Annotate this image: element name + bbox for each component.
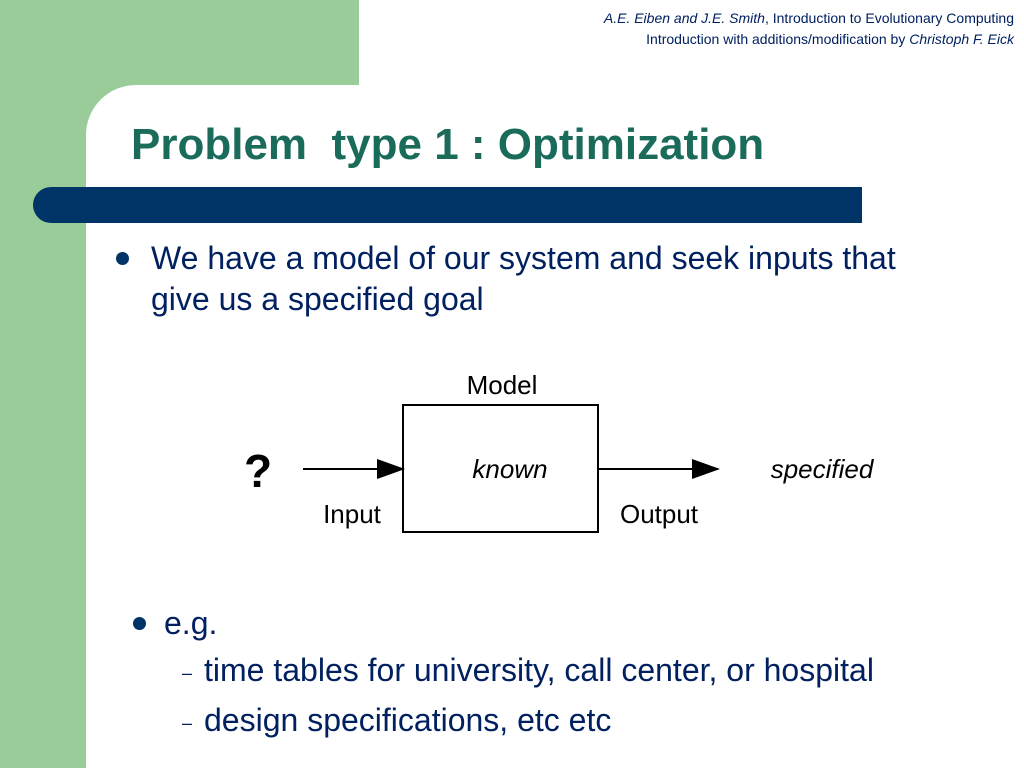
credit-header: A.E. Eiben and J.E. Smith, Introduction … bbox=[604, 8, 1014, 50]
sub-bullet-text-2: design specifications, etc etc bbox=[204, 702, 612, 738]
bullet-text-1-line-2: give us a specified goal bbox=[151, 281, 484, 317]
credit-modifier: Christoph F. Eick bbox=[909, 31, 1014, 47]
title-underline-bar bbox=[33, 187, 862, 223]
diagram-output-label: Output bbox=[620, 499, 699, 529]
optimization-diagram: Model known ? Input Output specified bbox=[244, 370, 875, 533]
sub-bullet-text-1: time tables for university, call center,… bbox=[204, 652, 874, 688]
diagram-question-mark: ? bbox=[244, 445, 272, 497]
bullet-dot-1 bbox=[116, 252, 129, 265]
bullet-text-1: We have a model of our system and seek i… bbox=[151, 238, 896, 320]
credit-line-1: A.E. Eiben and J.E. Smith, Introduction … bbox=[604, 8, 1014, 29]
credit-authors: A.E. Eiben and J.E. Smith bbox=[603, 10, 765, 26]
diagram-input-label: Input bbox=[323, 499, 382, 529]
bullet-text-2: e.g. bbox=[164, 605, 218, 641]
credit-book-title: , Introduction to Evolutionary Computing bbox=[764, 10, 1014, 26]
slide-title: Problem type 1 : Optimization bbox=[131, 120, 765, 169]
bullet-text-1-line-1: We have a model of our system and seek i… bbox=[151, 240, 896, 276]
sub-bullet-dash-1: – bbox=[182, 663, 193, 683]
credit-modification-note: Introduction with additions/modification… bbox=[646, 31, 910, 47]
sub-bullet-dash-2: – bbox=[182, 713, 193, 733]
diagram-box-text: known bbox=[472, 454, 547, 484]
diagram-model-label: Model bbox=[467, 370, 538, 400]
bullet-dot-2 bbox=[133, 617, 146, 630]
diagram-result-text: specified bbox=[771, 454, 875, 484]
credit-line-2: Introduction with additions/modification… bbox=[604, 29, 1014, 50]
